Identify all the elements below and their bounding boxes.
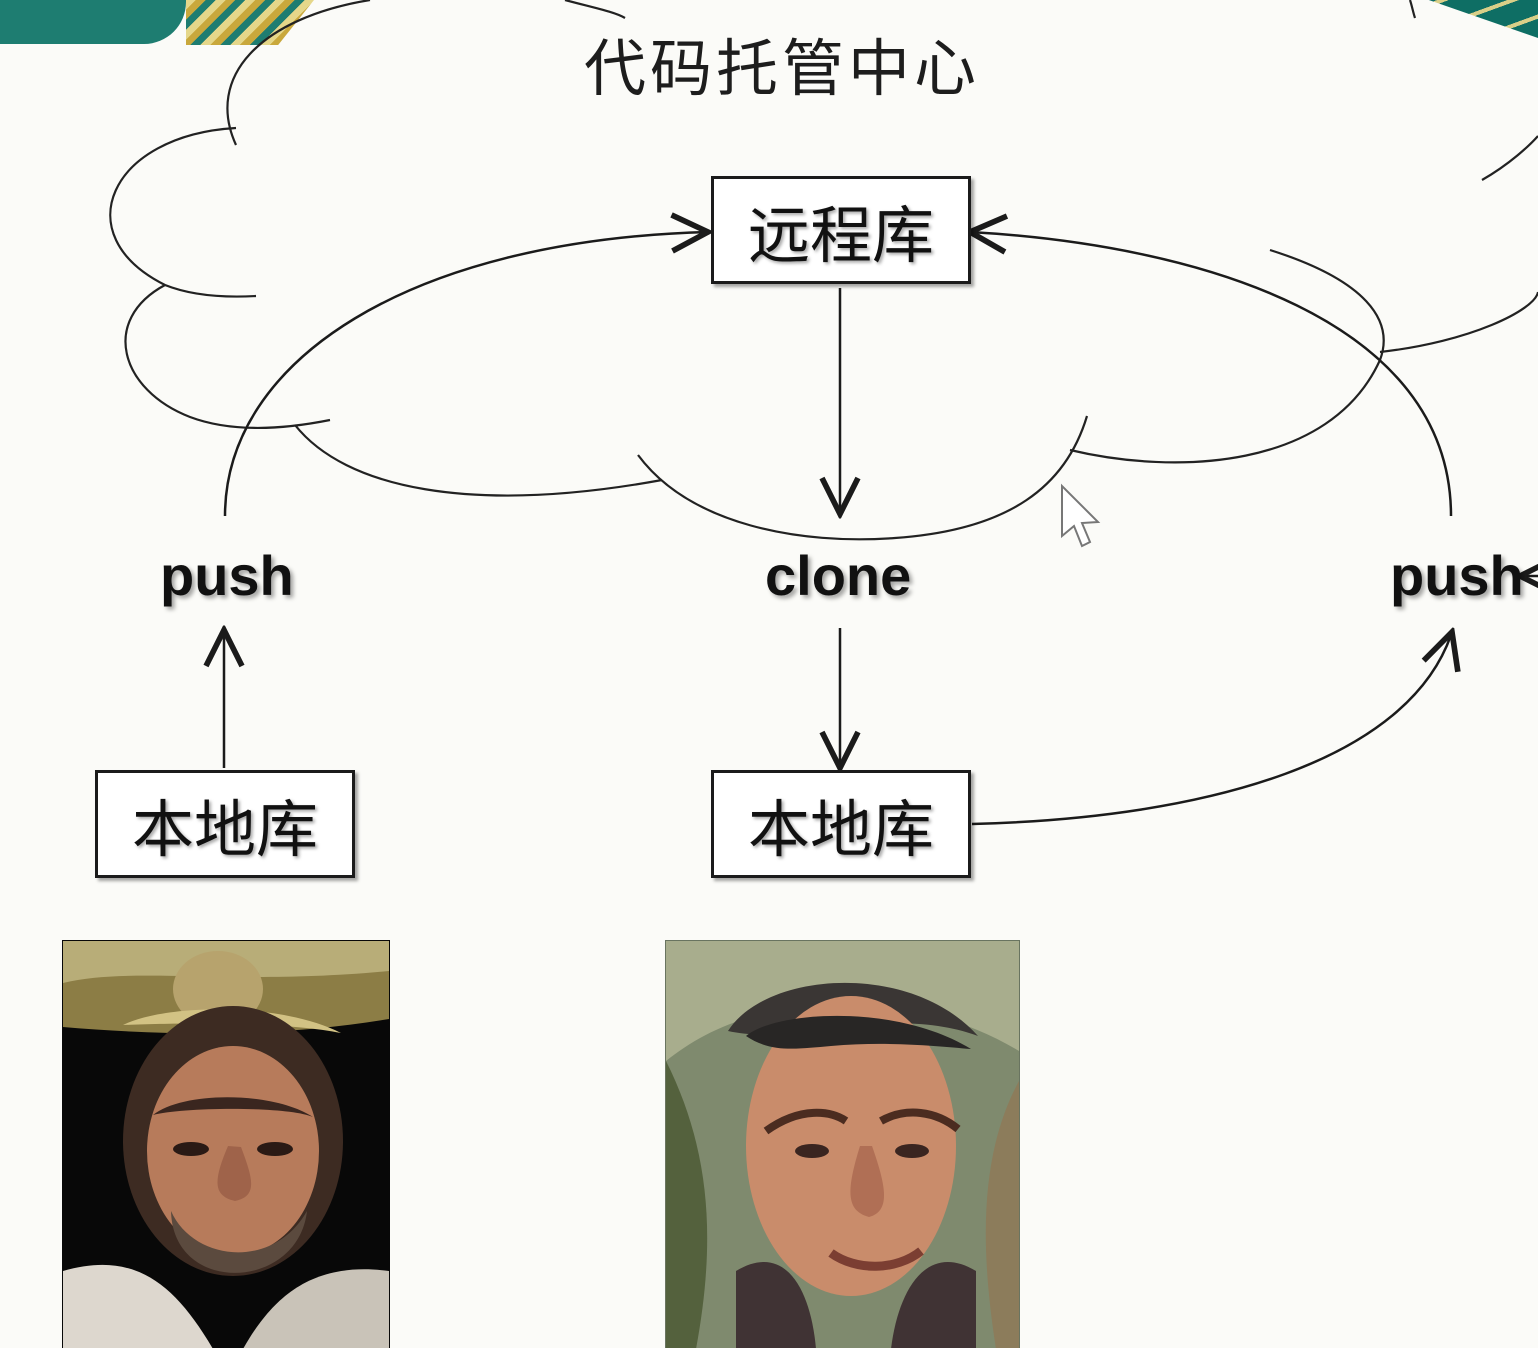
bearded-man-portrait (62, 940, 390, 1348)
cloud-bottom-middle-lobe (637, 415, 1089, 541)
young-man-portrait-image (666, 941, 1019, 1348)
right-push-to-remote-arrow (970, 232, 1453, 517)
flow-arrows (223, 232, 1538, 826)
remote-repository-box: 远程库 (711, 176, 971, 284)
left-local-repository-box: 本地库 (95, 770, 355, 878)
left-push-to-remote-arrow (223, 232, 708, 517)
cloud-outline (109, 0, 1538, 541)
middle-local-repository-box: 本地库 (711, 770, 971, 878)
logo-teal-shape (0, 0, 186, 44)
middle-local-to-right-push-arrow (971, 632, 1452, 826)
cloud-top-middle-lobe (564, 0, 626, 19)
clone-label: clone (765, 544, 912, 607)
cloud-left-lower-lobe (124, 284, 331, 429)
mouse-pointer-icon (1061, 483, 1101, 548)
cloud-top-right-edge (1408, 0, 1417, 19)
left-push-label: push (160, 544, 294, 607)
cloud-top-left-lobe (226, 0, 371, 146)
right-push-label: push (1390, 544, 1524, 607)
bearded-man-portrait-image (63, 941, 389, 1348)
cloud-right-lower-lobe (1069, 248, 1385, 464)
cloud-right-top-lobe (1481, 135, 1538, 181)
cloud-right-upper-lobe (1379, 291, 1538, 354)
cloud-left-upper-lobe (109, 126, 257, 298)
cloud-bottom-left-lobe (294, 424, 663, 497)
code-hosting-center-title: 代码托管中心 (584, 32, 981, 105)
young-man-portrait (665, 940, 1020, 1348)
